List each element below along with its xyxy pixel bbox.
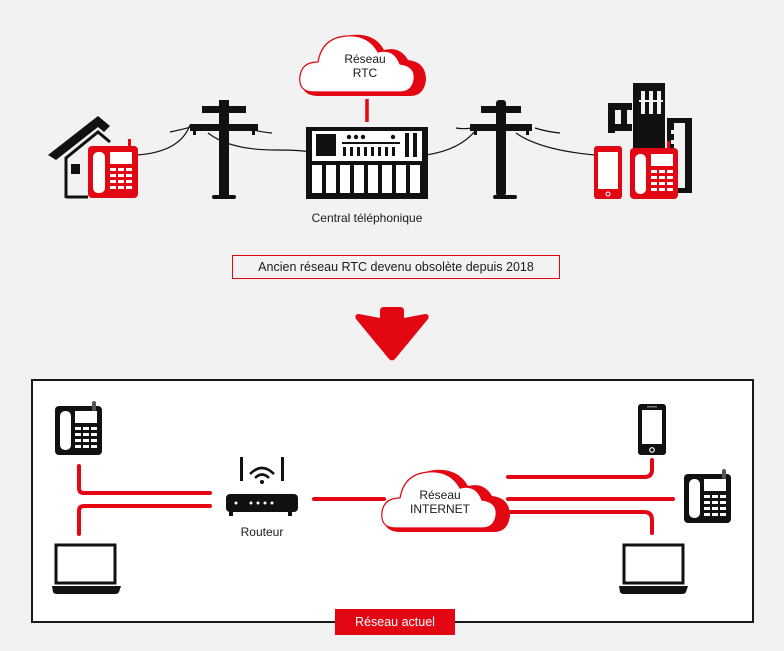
- internet-cloud-label-line1: Réseau: [419, 488, 461, 502]
- telephone-exchange-icon: [306, 127, 428, 199]
- laptop-icon: [52, 543, 121, 594]
- utility-pole-icon: [470, 100, 532, 199]
- smartphone-icon: [594, 146, 622, 199]
- rtc-cloud-icon: [299, 34, 426, 96]
- laptop-icon: [619, 543, 688, 594]
- desk-phone-icon: [630, 141, 678, 199]
- router-icon: [226, 457, 298, 516]
- smartphone-icon: [638, 404, 666, 455]
- rtc-cloud-label: Réseau RTC: [322, 52, 408, 80]
- network-links: [77, 458, 675, 536]
- current-network-badge: Réseau actuel: [335, 609, 455, 635]
- internet-cloud-label-line2: INTERNET: [410, 502, 470, 516]
- house-icon: [48, 116, 111, 199]
- internet-cloud-label: Réseau INTERNET: [398, 488, 482, 516]
- internet-cloud-icon: [381, 469, 510, 532]
- rtc-cloud-label-line2: RTC: [352, 66, 378, 80]
- obsolete-banner: Ancien réseau RTC devenu obsolète depuis…: [232, 255, 560, 279]
- utility-pole-icon: [190, 100, 258, 199]
- arrow-down-icon: [355, 307, 429, 361]
- router-label: Routeur: [240, 525, 284, 539]
- exchange-label: Central téléphonique: [311, 211, 423, 225]
- desk-phone-icon: [684, 469, 731, 523]
- desk-phone-icon: [88, 139, 138, 198]
- desk-phone-icon: [55, 401, 102, 455]
- rtc-cloud-label-line1: Réseau: [344, 52, 386, 66]
